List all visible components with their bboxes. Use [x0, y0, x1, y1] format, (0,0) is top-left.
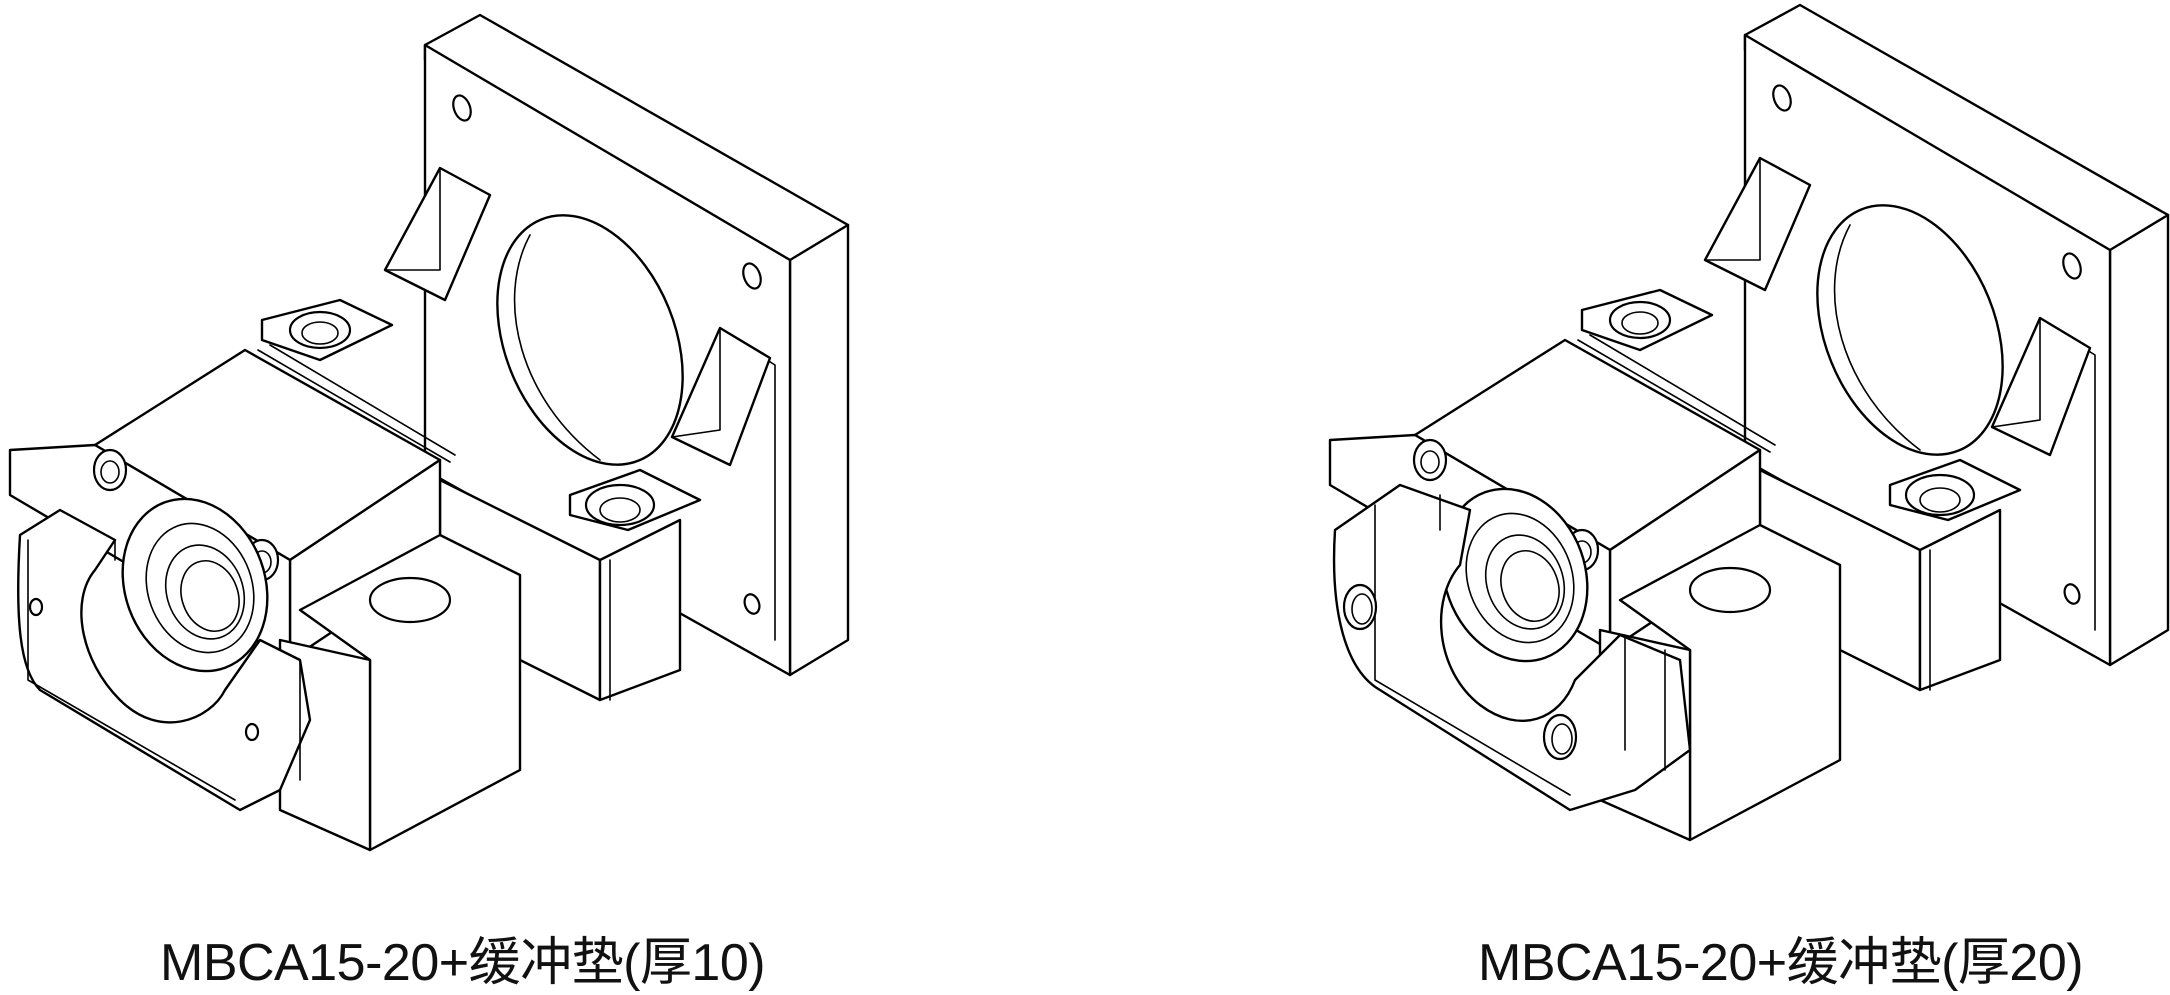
caption-left: MBCA15-20+缓冲垫(厚10) [160, 934, 766, 992]
caption-right: MBCA15-20+缓冲垫(厚20) [1478, 934, 2084, 992]
assembly-right-thickness-20 [1328, 3, 2170, 842]
assembly-left-thickness-10 [8, 13, 850, 852]
